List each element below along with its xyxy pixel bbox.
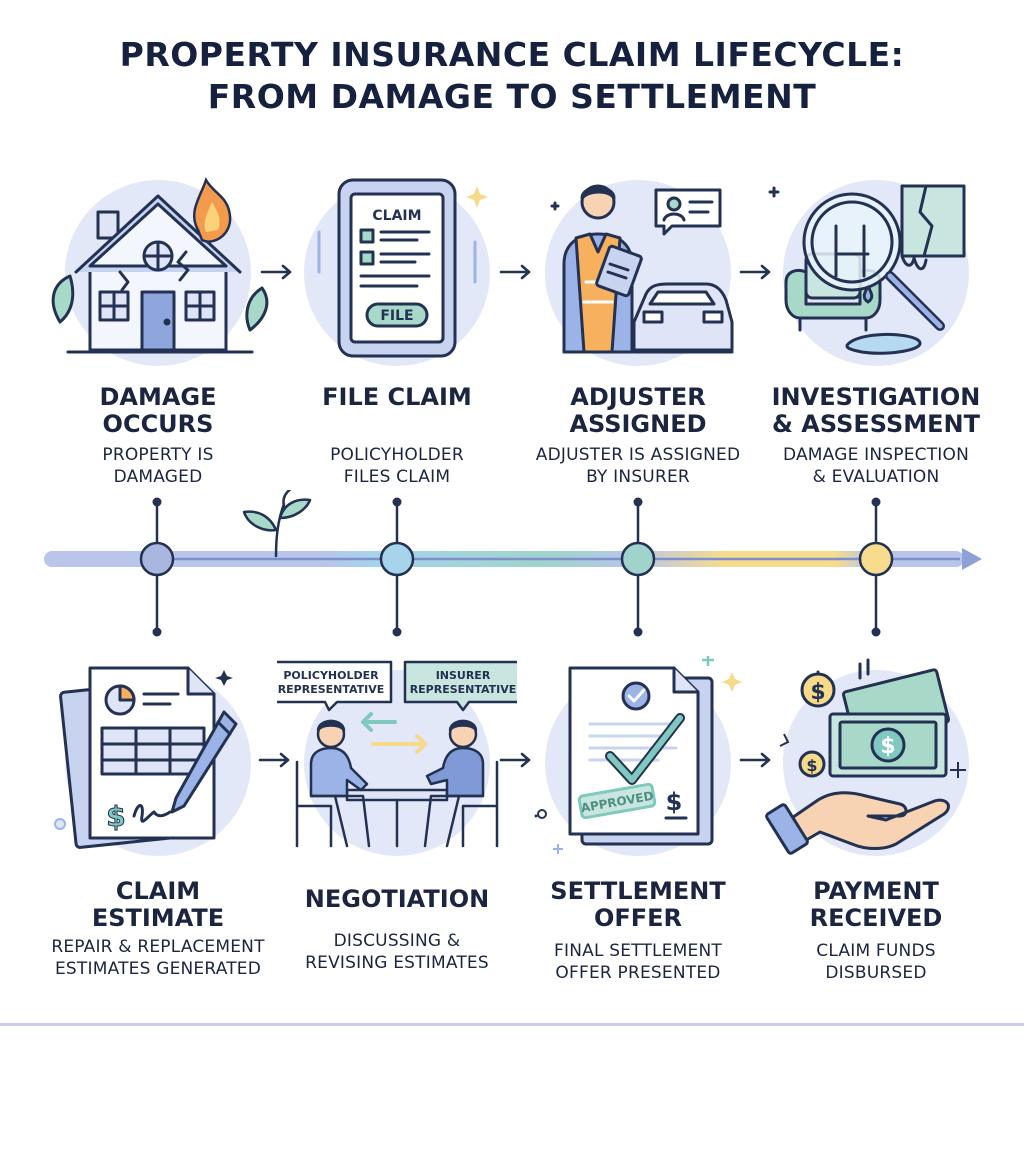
coin-dollar-icon: $ [806, 756, 817, 775]
cash-hand-icon: $ $ $ [765, 658, 966, 855]
arrow-right-icon [499, 752, 531, 768]
tablet-header-text: CLAIM [372, 208, 421, 224]
negotiation-table-icon: POLICYHOLDER REPRESENTATIVE INSURER REPR… [277, 660, 517, 848]
bubble-insurer-l2: REPRESENTATIVE [410, 683, 517, 696]
stage-investigation-assessment: INVESTIGATION & ASSESSMENT DAMAGE INSPEC… [756, 172, 996, 492]
adjuster-icon [550, 184, 734, 354]
stage-title: INVESTIGATION & ASSESSMENT [771, 383, 981, 438]
burning-house-icon [51, 176, 269, 354]
stage-description: ADJUSTER IS ASSIGNED BY INSURER [535, 445, 741, 487]
page-title: PROPERTY INSURANCE CLAIM LIFECYCLE: FROM… [0, 34, 1024, 118]
stage-title: ADJUSTER ASSIGNED [569, 383, 707, 438]
stage-title: CLAIM ESTIMATE [91, 877, 225, 932]
tablet-file-button: FILE [380, 308, 413, 324]
timeline-node-3 [620, 541, 656, 577]
stage-description: POLICYHOLDER FILES CLAIM [330, 445, 464, 487]
arrow-right-icon [739, 752, 771, 768]
title-line-1: PROPERTY INSURANCE CLAIM LIFECYCLE: [119, 35, 905, 74]
tablet-claim-icon: CLAIM FILE [317, 178, 488, 358]
stage-title: DAMAGE OCCURS [99, 383, 217, 438]
bubble-policyholder-l2: REPRESENTATIVE [278, 683, 385, 696]
stage-title: FILE CLAIM [322, 383, 472, 411]
timeline-node-1 [139, 541, 175, 577]
estimate-document-icon: $ [54, 666, 238, 849]
timeline [44, 490, 982, 637]
stage-settlement-offer: APPROVED $ SETTLEMENT OFFER FINAL SETTLE… [518, 656, 758, 986]
sprout-icon [242, 490, 312, 558]
stage-description: CLAIM FUNDS DISBURSED [816, 941, 936, 983]
stage-description: DAMAGE INSPECTION & EVALUATION [782, 445, 970, 487]
stage-payment-received: $ $ $ PAYMENT RECEIVED CLAIM FUNDS DISBU… [756, 656, 996, 986]
title-line-2: FROM DAMAGE TO SETTLEMENT [207, 77, 817, 116]
stage-title: SETTLEMENT OFFER [550, 877, 726, 932]
bill-dollar-icon: $ [880, 734, 895, 759]
stage-description: FINAL SETTLEMENT OFFER PRESENTED [554, 941, 722, 983]
stage-negotiation: POLICYHOLDER REPRESENTATIVE INSURER REPR… [277, 656, 517, 986]
timeline-arrow-head [962, 548, 982, 570]
arrow-right-icon [260, 264, 292, 280]
stage-claim-estimate: $ CLAIM ESTIMATE REPAIR & REPLACEMENT ES… [38, 656, 278, 986]
stage-title: PAYMENT RECEIVED [809, 877, 943, 932]
stage-description: DISCUSSING & REVISING ESTIMATES [305, 931, 489, 973]
coin-dollar-icon: $ [810, 680, 825, 705]
dollar-icon: $ [666, 788, 683, 816]
timeline-node-2 [379, 541, 415, 577]
stage-title: NEGOTIATION [304, 885, 490, 913]
dollar-icon: $ [106, 800, 125, 833]
bubble-insurer-l1: INSURER [436, 669, 491, 682]
stage-adjuster-assigned: ADJUSTER ASSIGNED ADJUSTER IS ASSIGNED B… [518, 172, 758, 492]
stage-file-claim: CLAIM FILE FILE CLAIM POLICYHOLDER FILES… [277, 172, 517, 492]
arrow-right-icon [739, 264, 771, 280]
approved-document-icon: APPROVED $ [534, 656, 742, 854]
stage-damage-occurs: DAMAGE OCCURS PROPERTY IS DAMAGED [38, 172, 278, 492]
bubble-policyholder-l1: POLICYHOLDER [283, 669, 379, 682]
arrow-right-icon [258, 752, 290, 768]
stage-description: PROPERTY IS DAMAGED [102, 445, 214, 487]
bottom-divider [0, 1023, 1024, 1026]
magnifier-inspection-icon [768, 184, 966, 355]
arrow-right-icon [499, 264, 531, 280]
stage-description: REPAIR & REPLACEMENT ESTIMATES GENERATED [51, 937, 265, 979]
timeline-node-4 [858, 541, 894, 577]
